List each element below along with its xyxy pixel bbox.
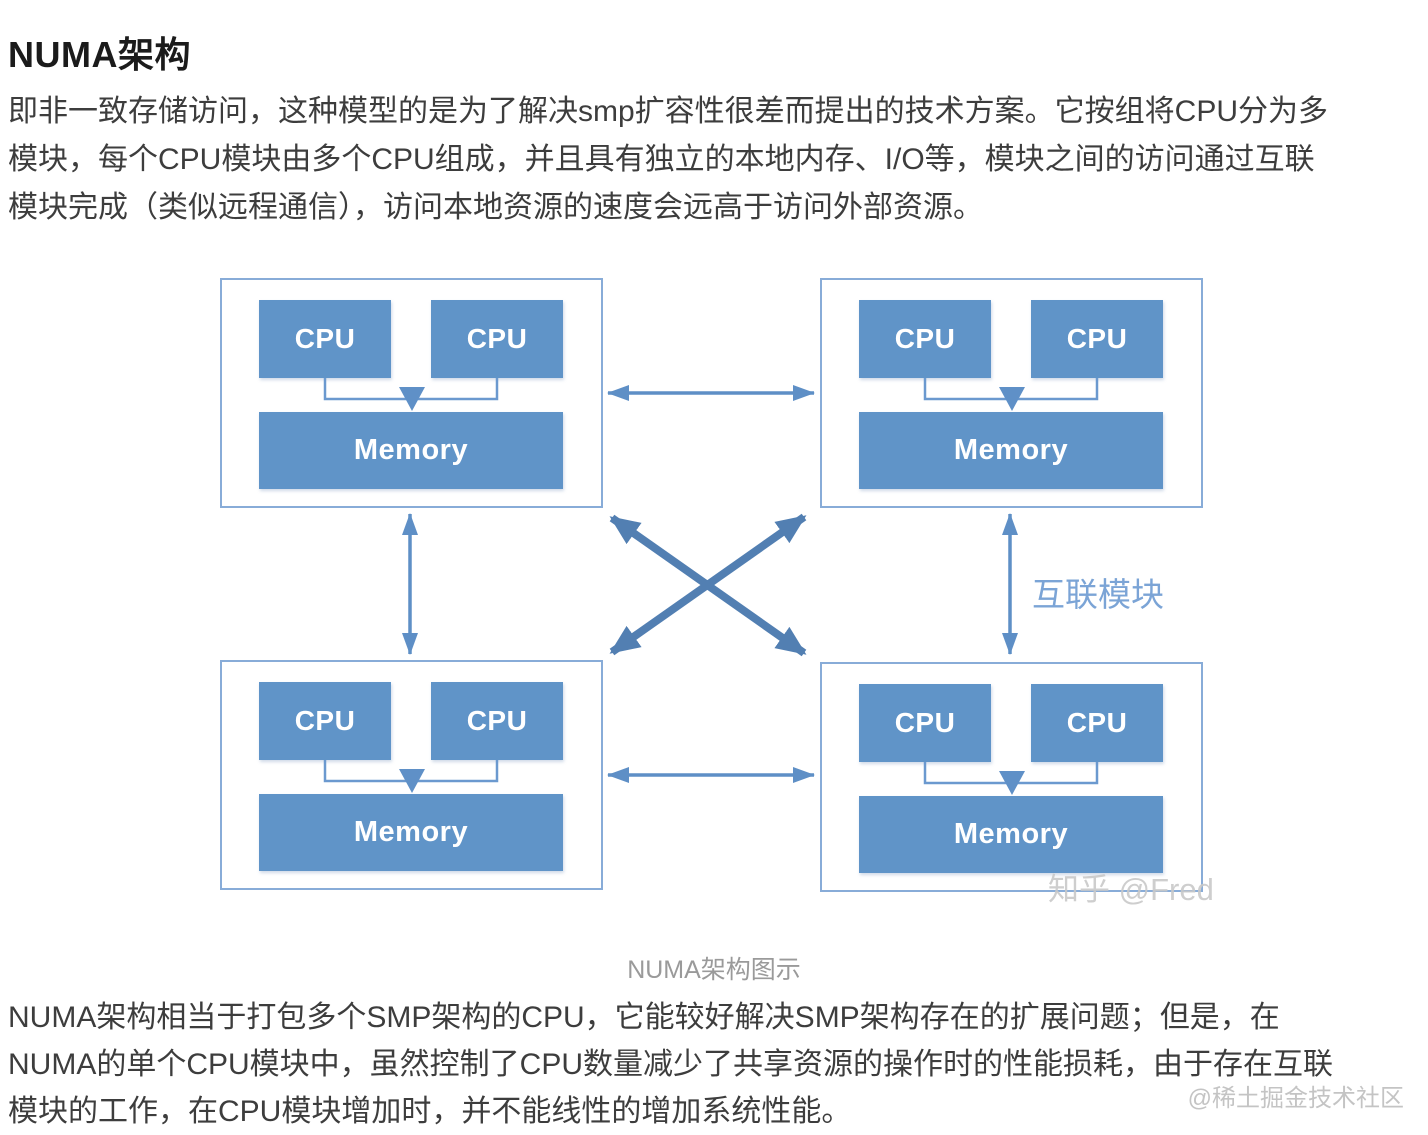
- numa-node-bottom-left: CPU CPU Memory: [220, 660, 603, 890]
- intro-line-2: 模块，每个CPU模块由多个CPU组成，并且具有独立的本地内存、I/O等，模块之间…: [8, 143, 1315, 176]
- juejin-community-watermark: @稀土掘金技术社区: [1187, 1085, 1404, 1112]
- summary-line-3: 模块的工作，在CPU模块增加时，并不能线性的增加系统性能。: [8, 1095, 852, 1128]
- numa-node-bottom-right: CPU CPU Memory: [820, 662, 1203, 892]
- interconnect-arrows: [402, 385, 1018, 783]
- arrow-diagonal-trbl: [609, 513, 807, 656]
- cpu-memory-connector: [323, 378, 499, 411]
- cpu-box: CPU: [259, 300, 391, 378]
- intro-paragraph: 即非一致存储访问，这种模型的是为了解决smp扩容性很差而提出的技术方案。它按组将…: [8, 88, 1328, 232]
- cpu-box: CPU: [859, 684, 991, 762]
- intro-line-1: 即非一致存储访问，这种模型的是为了解决smp扩容性很差而提出的技术方案。它按组将…: [8, 95, 1329, 128]
- cpu-box: CPU: [431, 300, 563, 378]
- memory-box: Memory: [259, 794, 563, 871]
- numa-node-top-right: CPU CPU Memory: [820, 278, 1203, 508]
- summary-paragraph: NUMA架构相当于打包多个SMP架构的CPU，它能较好解决SMP架构存在的扩展问…: [8, 994, 1333, 1135]
- summary-line-2: NUMA的单个CPU模块中，虽然控制了CPU数量减少了共享资源的操作时的性能损耗…: [8, 1048, 1334, 1081]
- memory-box: Memory: [259, 412, 563, 489]
- intro-line-3: 模块完成（类似远程通信），访问本地资源的速度会远高于访问外部资源。: [8, 191, 983, 224]
- cpu-box: CPU: [259, 682, 391, 760]
- memory-box: Memory: [859, 412, 1163, 489]
- cpu-memory-connector: [923, 378, 1099, 411]
- page-title: NUMA架构: [8, 34, 191, 76]
- interconnect-module-label: 互联模块: [1032, 576, 1164, 613]
- cpu-box: CPU: [1031, 684, 1163, 762]
- cpu-box: CPU: [859, 300, 991, 378]
- cpu-memory-connector: [323, 760, 499, 793]
- cpu-box: CPU: [1031, 300, 1163, 378]
- cpu-memory-connector: [923, 762, 1099, 795]
- summary-line-1: NUMA架构相当于打包多个SMP架构的CPU，它能较好解决SMP架构存在的扩展问…: [8, 1001, 1280, 1034]
- zhihu-fred-watermark: 知乎 @Fred: [1048, 872, 1214, 907]
- numa-node-top-left: CPU CPU Memory: [220, 278, 603, 508]
- memory-box: Memory: [859, 796, 1163, 873]
- figure-caption: NUMA架构图示: [627, 956, 801, 984]
- numa-architecture-figure: CPU CPU Memory CPU CPU Memory CPU CPU Me…: [0, 260, 1428, 950]
- cpu-box: CPU: [431, 682, 563, 760]
